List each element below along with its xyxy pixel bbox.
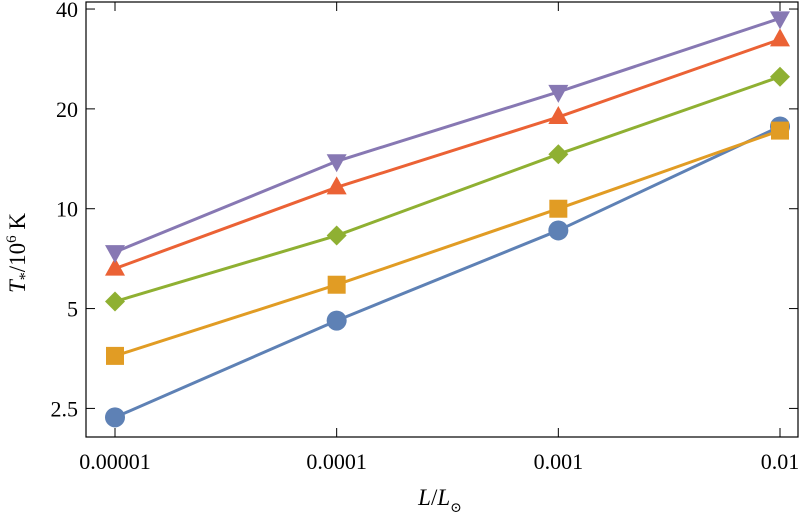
data-point-diamond xyxy=(105,291,125,312)
data-point-triangle-up xyxy=(326,176,347,195)
data-point-triangle-down xyxy=(548,84,569,103)
y-tick-label: 20 xyxy=(56,97,78,122)
y-axis-label: T*/106 K xyxy=(4,213,34,293)
data-point-triangle-up xyxy=(105,257,125,276)
data-point-square xyxy=(106,346,124,365)
series-triangle-up xyxy=(105,28,790,276)
data-point-square xyxy=(327,275,346,294)
series-square xyxy=(106,121,789,365)
x-tick-label: 0.00001 xyxy=(79,449,151,474)
data-point-triangle-down xyxy=(105,245,125,264)
data-point-circle xyxy=(548,220,569,241)
data-point-square xyxy=(549,199,568,218)
series-line xyxy=(114,75,781,303)
data-point-triangle-up xyxy=(770,28,790,47)
data-point-triangle-down xyxy=(770,11,790,30)
x-tick-label: 0.01 xyxy=(761,449,800,474)
data-point-diamond xyxy=(770,66,790,87)
data-point-circle xyxy=(105,407,125,428)
axes: 0.00001 0.0001 0.001 0.01 2.5 5 10 20 40 xyxy=(51,0,800,474)
data-point-triangle-up xyxy=(548,106,569,125)
data-point-diamond xyxy=(548,144,569,165)
series-line xyxy=(114,125,781,419)
x-tick-label: 0.0001 xyxy=(306,449,367,474)
data-point-triangle-down xyxy=(326,154,347,173)
y-tick-label: 40 xyxy=(56,0,78,22)
series-line xyxy=(114,37,781,270)
data-point-square xyxy=(771,121,789,140)
series-layer xyxy=(105,11,790,428)
y-tick-label: 5 xyxy=(67,297,78,322)
series-line xyxy=(114,16,781,254)
x-tick-label: 0.001 xyxy=(534,449,584,474)
x-axis-label: L/L⊙ xyxy=(417,485,462,516)
data-point-diamond xyxy=(326,225,347,246)
series-line xyxy=(114,129,781,358)
y-tick-label: 10 xyxy=(56,197,78,222)
y-tick-label: 2.5 xyxy=(51,396,79,421)
axis-labels: T*/106 K L/L⊙ xyxy=(4,213,462,516)
series-triangle-down xyxy=(105,11,790,264)
data-point-circle xyxy=(326,310,347,331)
series-diamond xyxy=(105,66,790,312)
plot-frame xyxy=(85,1,799,438)
